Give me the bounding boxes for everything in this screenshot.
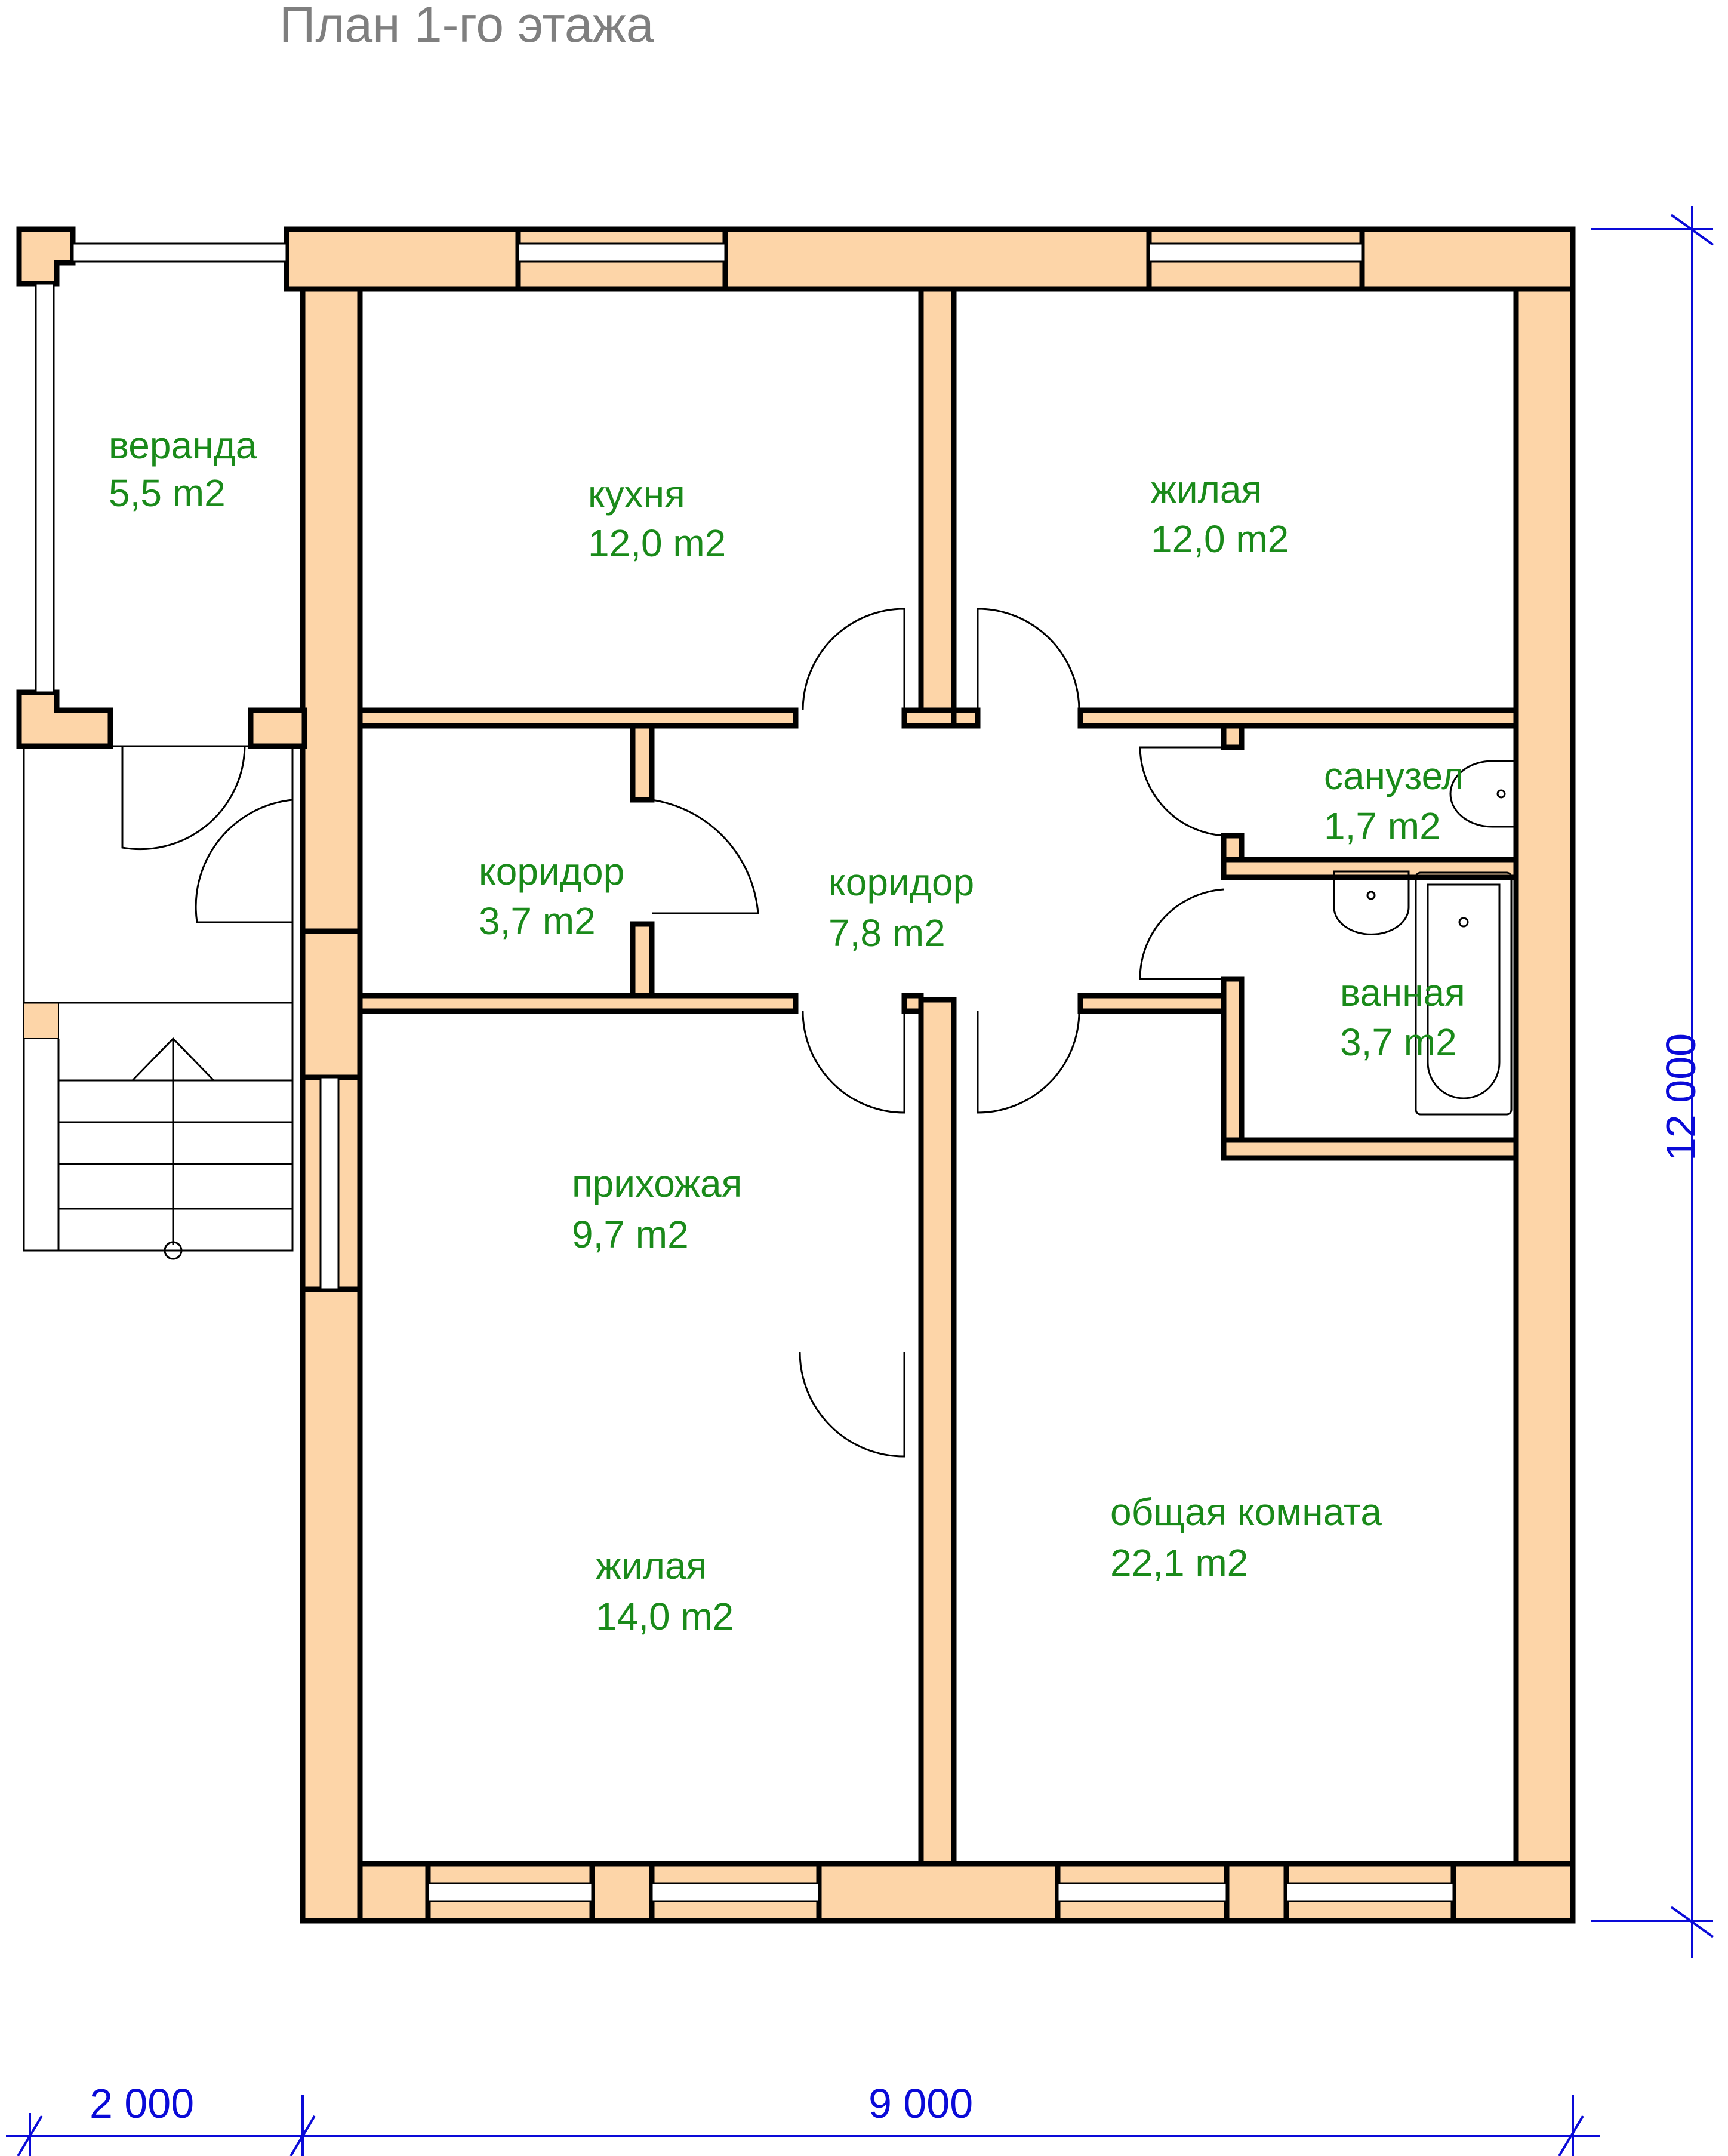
plan-title: План 1-го этажа bbox=[279, 0, 654, 53]
room-living-bottom-name: жилая bbox=[596, 1544, 707, 1587]
windows bbox=[35, 242, 1455, 1902]
sink bbox=[1333, 870, 1410, 935]
door-entrance bbox=[195, 799, 294, 923]
pier-top-0 bbox=[284, 226, 521, 292]
window-bot-1 bbox=[427, 1882, 593, 1902]
dim-label-right: 12 000 bbox=[1658, 1033, 1704, 1161]
wall-above-hall bbox=[357, 993, 799, 1014]
pier-top-1 bbox=[722, 226, 1152, 292]
door-living-top bbox=[977, 608, 1080, 711]
room-common-area: 22,1 m2 bbox=[1110, 1541, 1248, 1584]
porch-area bbox=[23, 745, 294, 1252]
room-hall-name: прихожая bbox=[572, 1162, 742, 1205]
wall-under-living bbox=[1077, 707, 1519, 729]
bathtub bbox=[1415, 871, 1513, 1116]
wall-corridor-div-top bbox=[630, 723, 655, 803]
room-hall-area: 9,7 m2 bbox=[572, 1213, 689, 1256]
wall-bath-left bbox=[1221, 976, 1245, 1161]
door-kitchen bbox=[802, 608, 905, 711]
door-wc bbox=[1139, 746, 1224, 837]
door-common bbox=[977, 1011, 1080, 1114]
wall-wc-bath bbox=[1221, 857, 1519, 880]
wall-above-hall-2 bbox=[901, 993, 924, 1014]
pier-bot-2 bbox=[816, 1861, 1061, 1924]
room-kitchen-name: кухня bbox=[588, 473, 685, 516]
window-veranda-left bbox=[35, 282, 55, 694]
dim-label-bottom-left: 2 000 bbox=[90, 2080, 194, 2127]
door-bath bbox=[1139, 888, 1224, 980]
window-top-veranda bbox=[72, 242, 288, 263]
wall-under-kitchen-2 bbox=[901, 707, 957, 729]
window-bot-4 bbox=[1285, 1882, 1455, 1902]
room-bath-name: ванная bbox=[1340, 971, 1465, 1014]
walls bbox=[16, 226, 1576, 1924]
window-bot-2 bbox=[651, 1882, 820, 1902]
window-hall-left bbox=[319, 1076, 340, 1290]
room-wc-area: 1,7 m2 bbox=[1324, 805, 1441, 848]
room-kitchen-area: 12,0 m2 bbox=[588, 522, 726, 565]
wall-left-stub-mid bbox=[300, 928, 363, 1080]
dim-tick-2 bbox=[1558, 2115, 1584, 2156]
wall-left-bottom bbox=[300, 1286, 363, 1924]
room-common-name: общая комната bbox=[1110, 1490, 1382, 1533]
room-bath-area: 3,7 m2 bbox=[1340, 1021, 1457, 1064]
door-corridor-div bbox=[651, 799, 759, 914]
wall-wc-left-top bbox=[1221, 723, 1245, 750]
pier-bot-1 bbox=[589, 1861, 655, 1924]
room-corridor-small-name: коридор bbox=[479, 850, 624, 893]
veranda-post-bottom bbox=[16, 689, 113, 749]
door-veranda bbox=[121, 746, 246, 851]
bathtub-drain bbox=[1458, 917, 1469, 928]
room-veranda-area: 5,5 m2 bbox=[109, 472, 226, 515]
room-corridor-small-area: 3,7 m2 bbox=[479, 900, 596, 943]
sink-drain bbox=[1366, 891, 1376, 900]
room-veranda-name: веранда bbox=[109, 424, 257, 467]
pier-bot-4 bbox=[1450, 1861, 1576, 1924]
room-living-top-area: 12,0 m2 bbox=[1151, 518, 1289, 560]
stair-start-marker bbox=[164, 1241, 183, 1260]
door-hall bbox=[802, 1011, 905, 1114]
wall-bath-bottom bbox=[1221, 1137, 1519, 1161]
wall-hall-common bbox=[918, 997, 957, 1868]
toilet bbox=[1449, 760, 1517, 828]
window-top-living bbox=[1148, 242, 1363, 263]
room-corridor-main-area: 7,8 m2 bbox=[828, 911, 945, 954]
dim-label-bottom-main: 9 000 bbox=[868, 2080, 973, 2127]
pier-bot-3 bbox=[1224, 1861, 1289, 1924]
door-bedroom bbox=[799, 1351, 905, 1458]
veranda-post-top bbox=[16, 226, 76, 287]
window-bot-3 bbox=[1056, 1882, 1228, 1902]
room-wc-name: санузел bbox=[1324, 754, 1464, 797]
wall-kitchen-living bbox=[918, 286, 957, 725]
window-top-kitchen bbox=[517, 242, 726, 263]
bathtub-inner bbox=[1427, 883, 1501, 1099]
doors bbox=[121, 608, 1224, 1458]
room-labels: веранда 5,5 m2 кухня 12,0 m2 жилая 12,0 … bbox=[109, 424, 1465, 1638]
stair-post bbox=[23, 1002, 59, 1039]
room-living-top-name: жилая bbox=[1151, 468, 1262, 511]
room-living-bottom-area: 14,0 m2 bbox=[596, 1595, 734, 1638]
dimensions: 2 000 9 000 12 000 bbox=[6, 206, 1714, 2156]
fixtures bbox=[1333, 760, 1517, 1116]
porch-stairs bbox=[23, 745, 294, 1260]
room-corridor-main-name: коридор bbox=[828, 861, 974, 904]
pier-top-2 bbox=[1359, 226, 1576, 292]
wall-above-common bbox=[1077, 993, 1233, 1014]
toilet-bowl bbox=[1496, 789, 1506, 799]
wall-under-kitchen bbox=[357, 707, 799, 729]
wall-corridor-div-bot bbox=[630, 921, 655, 999]
wall-left-stub-top bbox=[248, 707, 307, 749]
wall-under-living-2 bbox=[951, 707, 981, 729]
